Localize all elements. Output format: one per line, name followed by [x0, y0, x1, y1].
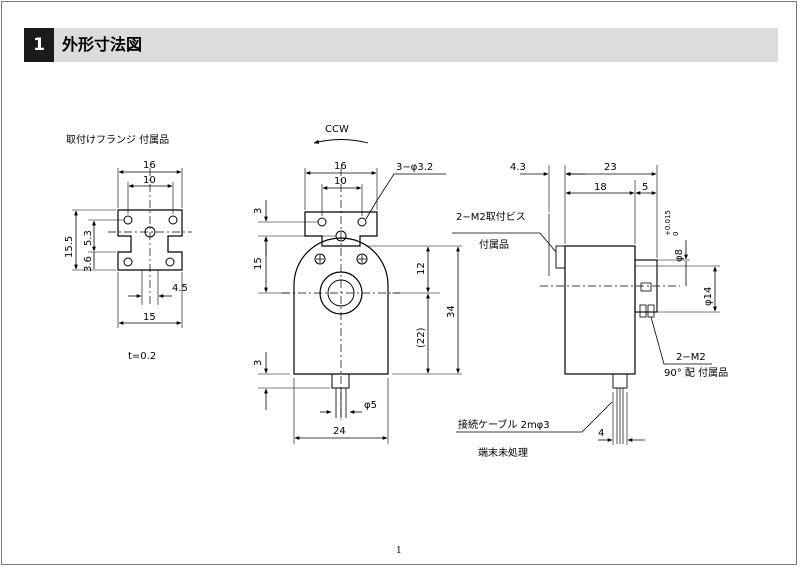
encoder-body	[293, 237, 389, 375]
side-dim-phi14: φ14	[703, 287, 714, 306]
flange-dim-15: 15	[143, 312, 156, 323]
side-body	[564, 245, 636, 375]
flange-thickness: t=0.2	[128, 351, 156, 362]
front-dim-3-bottom: 3	[253, 360, 264, 366]
section-number: 1	[24, 28, 54, 62]
side-screw-label: 2−M2取付ビス	[456, 210, 526, 223]
ccw-arrow	[313, 139, 369, 144]
flange-hole-lower-left	[123, 257, 133, 267]
section-title: 外形寸法図	[62, 35, 143, 54]
flange-outline	[117, 209, 183, 271]
flange-title: 取付けフランジ 付属品	[66, 133, 169, 146]
front-dim-phi5: φ5	[364, 400, 377, 411]
flange-hole-left	[123, 215, 133, 225]
flange-dim-16: 16	[143, 160, 156, 171]
side-dim-23: 23	[604, 162, 617, 173]
side-dim-4: 4	[598, 428, 604, 439]
front-dim-3-top: 3	[253, 208, 264, 214]
front-dim-34: 34	[446, 305, 457, 318]
front-dim-22: (22)	[416, 327, 427, 348]
side-accessory-label: 付属品	[479, 238, 509, 251]
screw-right	[356, 253, 368, 265]
front-dim-15: 15	[253, 257, 264, 270]
side-dim-18: 18	[594, 182, 607, 193]
page-number: 1	[396, 546, 402, 556]
side-flange-screw	[555, 245, 566, 269]
rotation-label: CCW	[325, 124, 349, 135]
flange-dim-15-5: 15.5	[64, 236, 75, 258]
side-tol-lower: 0	[672, 232, 680, 236]
section-heading: 1 外形寸法図	[24, 28, 778, 62]
flange-hole-lower-right	[165, 257, 175, 267]
flange-dim-5-3: 5.3	[83, 230, 94, 246]
side-view	[452, 165, 720, 445]
flange-dim-4-5: 4.5	[172, 283, 188, 294]
screw-left	[314, 253, 326, 265]
front-holes-label: 3−φ3.2	[396, 162, 433, 173]
front-dim-24: 24	[333, 426, 346, 437]
flange-view: 取付けフランジ 付属品	[66, 133, 192, 328]
flange-dim-10: 10	[143, 175, 156, 186]
front-dim-10: 10	[334, 176, 347, 187]
side-dim-phi8: φ8	[674, 249, 685, 262]
flange-dim-3-6: 3.6	[83, 256, 94, 272]
side-cable-label: 接続ケーブル 2mφ3	[458, 418, 550, 431]
side-cable-note: 端末未処理	[478, 446, 528, 459]
side-m2-label: 2−M2	[676, 352, 706, 363]
front-dim-16: 16	[334, 161, 347, 172]
flange-hole-right	[168, 215, 178, 225]
front-view	[258, 139, 462, 444]
side-tol-upper: +0.015	[664, 210, 672, 236]
front-dim-12: 12	[416, 262, 427, 275]
side-m2-note: 90° 配 付属品	[664, 366, 728, 379]
side-dim-4-3: 4.3	[510, 162, 526, 173]
side-dim-5: 5	[642, 182, 648, 193]
